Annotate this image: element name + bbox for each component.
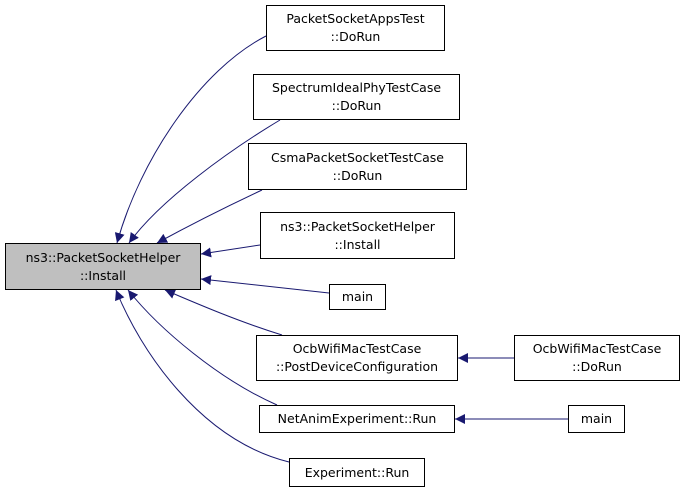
node-main[interactable]: main [329, 284, 386, 310]
node-spectrum-line1: SpectrumIdealPhyTestCase [271, 80, 442, 95]
node-ocbwifimactestcase-dorun[interactable]: OcbWifiMacTestCase ::DoRun [514, 335, 680, 381]
node-ocbrun-line1: OcbWifiMacTestCase [532, 341, 662, 356]
node-focus-line1: ns3::PacketSocketHelper [25, 249, 181, 265]
node-main2-label: main [580, 411, 613, 426]
node-helperinst-line1: ns3::PacketSocketHelper [280, 218, 435, 234]
node-ocbwifimactestcase-postdeviceconfiguration[interactable]: OcbWifiMacTestCase ::PostDeviceConfigura… [256, 335, 458, 381]
edge-csma-to-focus [156, 189, 263, 244]
node-main1-label: main [341, 289, 374, 304]
node-csma-line2: ::DoRun [332, 167, 383, 183]
edge-helperinst-to-focus [200, 244, 261, 258]
node-ocbpost-line1: OcbWifiMacTestCase [292, 341, 422, 356]
node-spectrumidealphytestcase-dorun[interactable]: SpectrumIdealPhyTestCase ::DoRun [253, 74, 460, 120]
node-focus-line2: ::Install [79, 267, 127, 283]
edge-netanim-to-focus [127, 289, 278, 406]
node-helperinst-line2: ::Install [334, 236, 381, 252]
node-csmapacketsockettestcase-dorun[interactable]: CsmaPacketSocketTestCase ::DoRun [248, 143, 467, 190]
node-ocbpost-line2: ::PostDeviceConfiguration [275, 359, 439, 374]
edge-spectrum-to-focus [128, 119, 281, 244]
node-ocbrun-line2: ::DoRun [572, 359, 622, 374]
node-experiment-label: Experiment::Run [304, 464, 410, 480]
node-csma-line1: CsmaPacketSocketTestCase [270, 149, 445, 165]
node-focus-packetsockethelper-install: ns3::PacketSocketHelper ::Install [5, 243, 201, 290]
node-main-2[interactable]: main [568, 405, 625, 433]
edge-experiment-to-focus [115, 289, 290, 463]
node-appstest-line2: ::DoRun [330, 29, 381, 44]
node-netanimexperiment-run[interactable]: NetAnimExperiment::Run [259, 405, 455, 433]
node-appstest-line1: PacketSocketAppsTest [286, 11, 425, 26]
edge-appstest-to-focus [114, 35, 267, 244]
node-packetsocketappstest-dorun[interactable]: PacketSocketAppsTest ::DoRun [266, 5, 445, 51]
node-experiment-run[interactable]: Experiment::Run [289, 458, 425, 487]
node-packetsockethelper-install-overload[interactable]: ns3::PacketSocketHelper ::Install [260, 212, 455, 259]
edge-ocbpost-to-focus [164, 289, 283, 336]
node-spectrum-line2: ::DoRun [331, 98, 382, 113]
node-netanim-label: NetAnimExperiment::Run [277, 411, 437, 426]
edge-main-to-focus [200, 275, 330, 294]
